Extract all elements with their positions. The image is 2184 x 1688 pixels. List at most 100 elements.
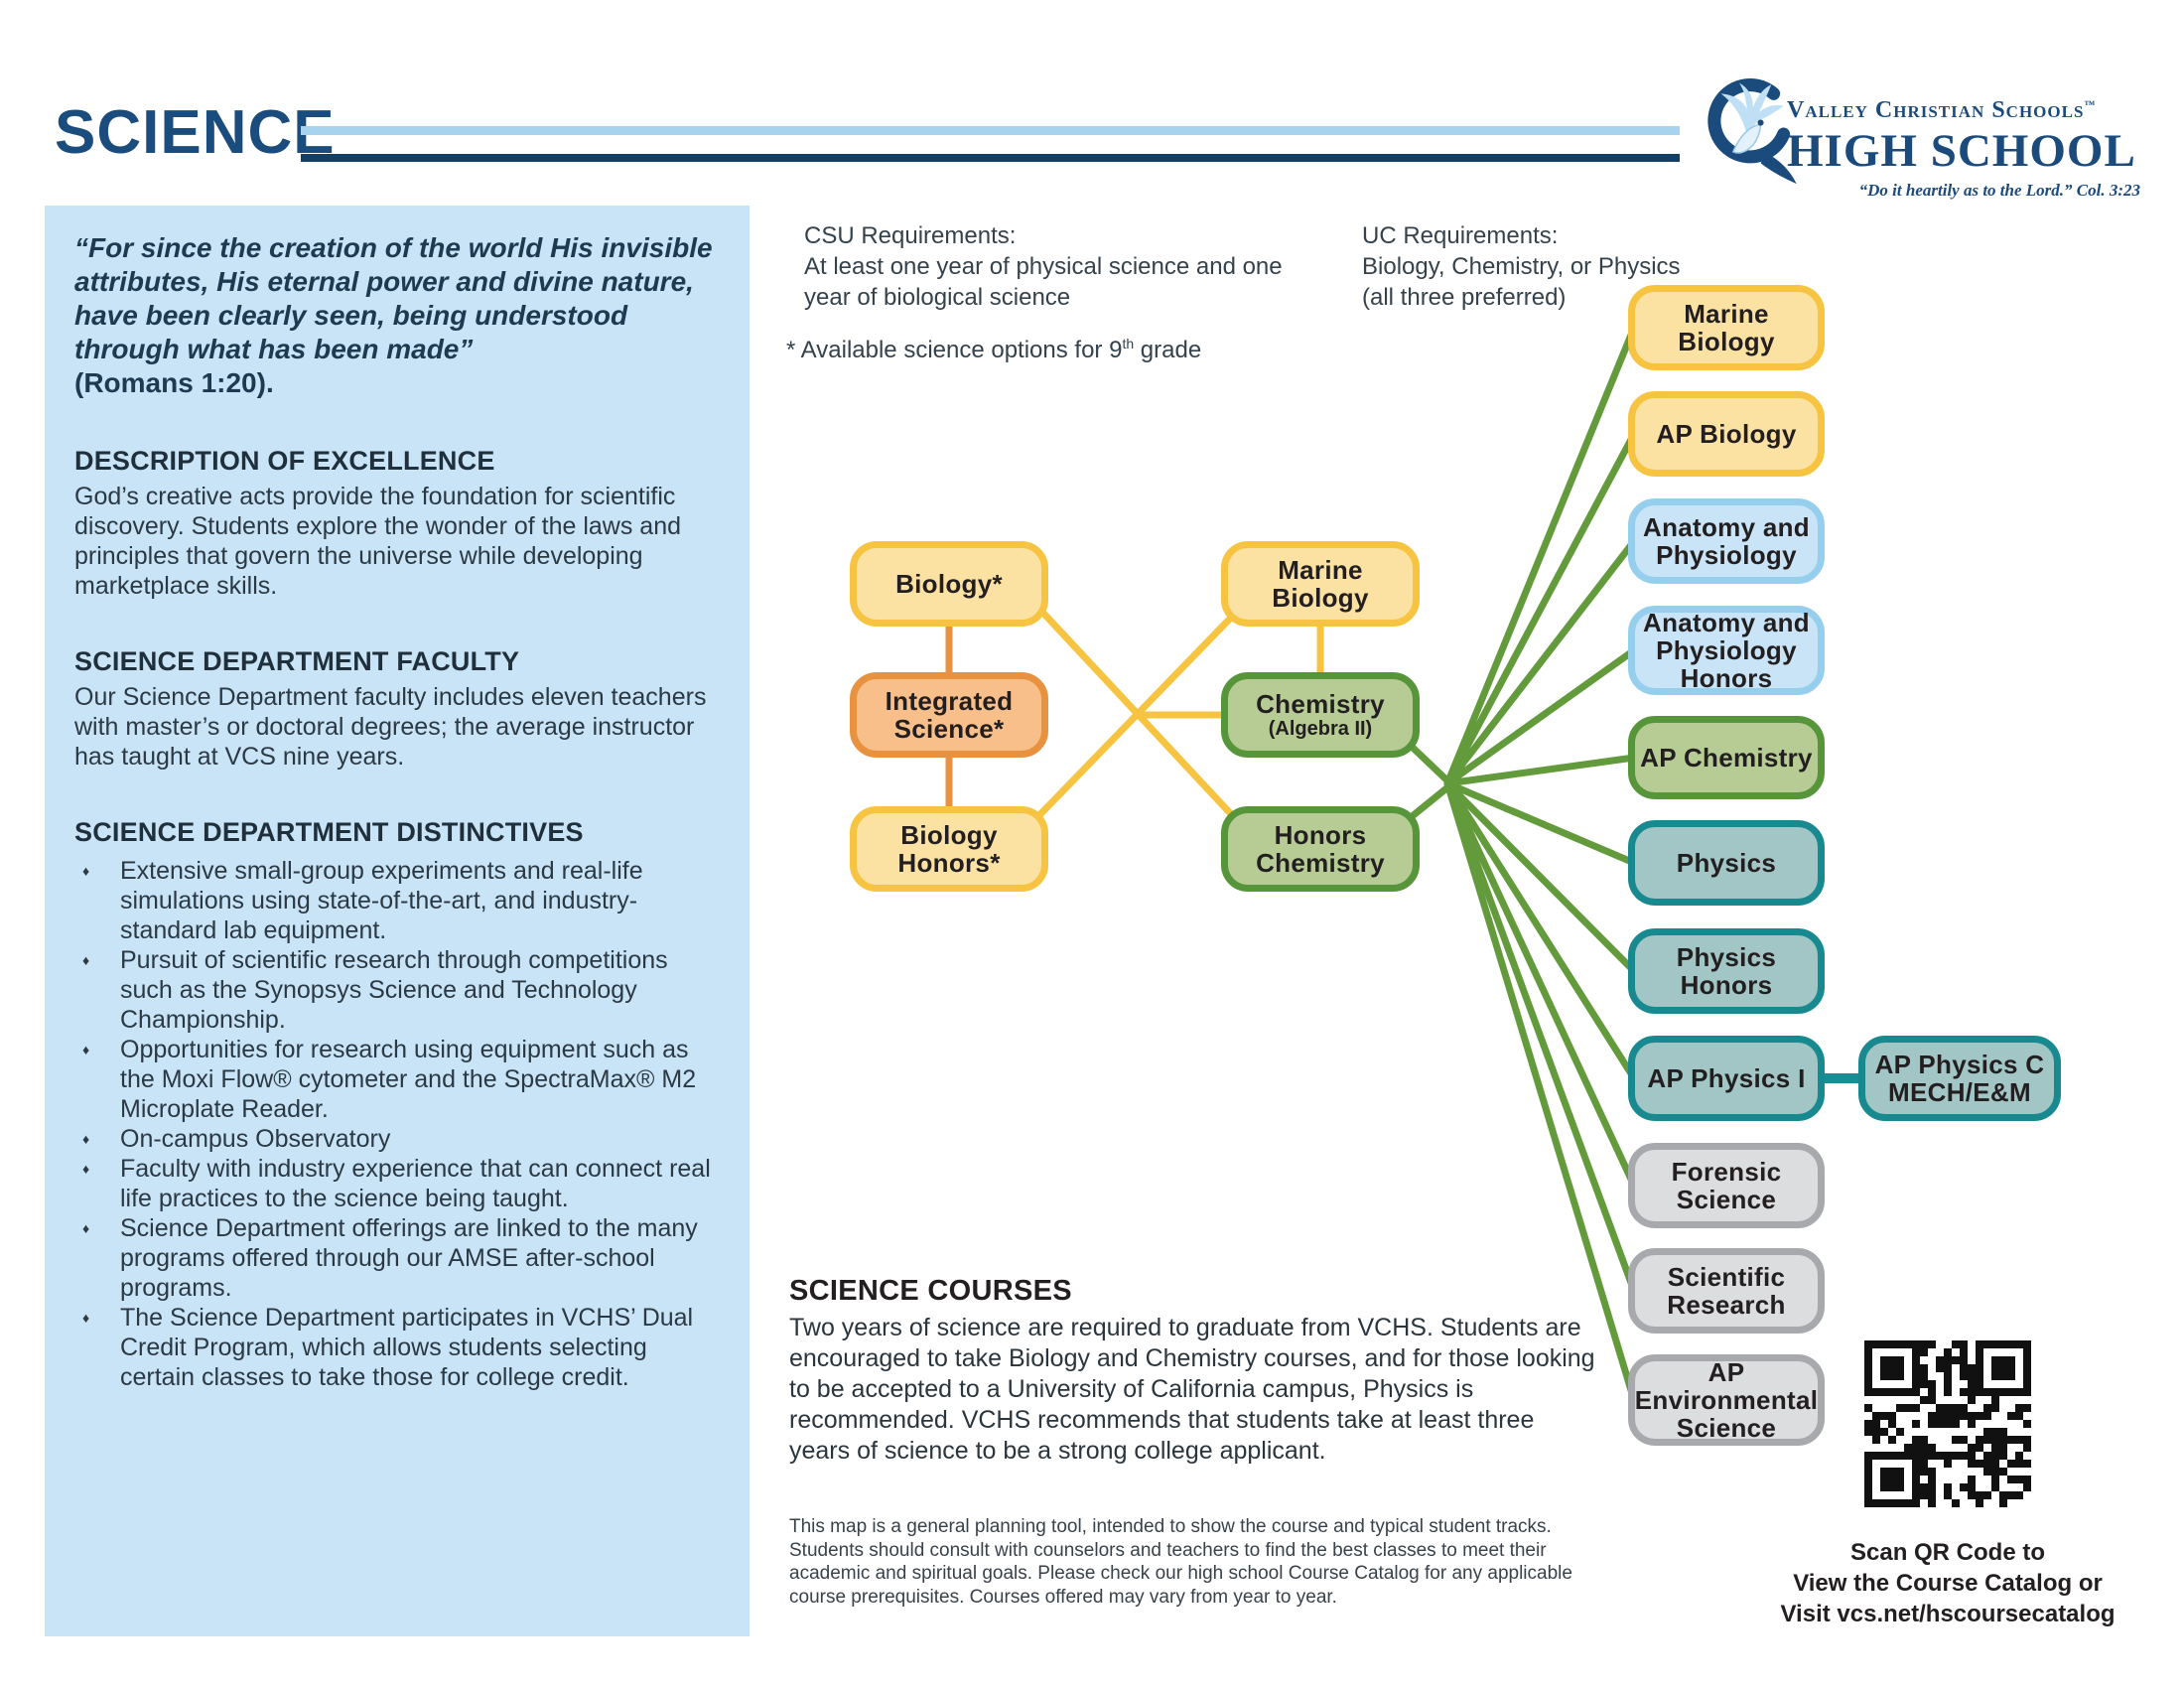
- bullet-icon: ♦: [82, 952, 90, 968]
- bullet-icon: ♦: [82, 1042, 90, 1057]
- connector-line: [1443, 324, 1638, 787]
- course-node-label: Biology*: [895, 569, 1003, 599]
- list-item: ♦ On-campus Observatory: [74, 1124, 722, 1154]
- map-disclaimer: This map is a general planning tool, int…: [789, 1516, 1572, 1608]
- bullet-icon: ♦: [82, 1310, 90, 1326]
- qr-caption: Scan QR Code to View the Course Catalog …: [1729, 1537, 2166, 1629]
- course-node-label: AP Physics I: [1647, 1063, 1806, 1093]
- school-name: Valley Christian Schools™: [1787, 97, 2097, 123]
- course-node-label: Environmental: [1634, 1385, 1819, 1415]
- course-node-label: Anatomy and: [1643, 512, 1810, 542]
- bullet-text: Faculty with industry experience that ca…: [120, 1155, 711, 1212]
- course-node-physics: Physics: [1628, 820, 1825, 906]
- list-item: ♦ Pursuit of scientific research through …: [74, 945, 722, 1035]
- course-node-ap-chemistry: AP Chemistry: [1628, 716, 1825, 799]
- course-node-label: Physics: [1676, 848, 1777, 878]
- description-heading: DESCRIPTION OF EXCELLENCE: [74, 446, 495, 476]
- connector-line: [1443, 430, 1638, 787]
- course-node-label: Honors: [1680, 663, 1773, 693]
- bullet-icon: ♦: [82, 1131, 90, 1147]
- course-node-label: Chemistry: [1256, 848, 1385, 878]
- course-node-label: Research: [1667, 1290, 1786, 1320]
- course-node-label: Science: [1676, 1413, 1777, 1443]
- bullet-text: Extensive small-group experiments and re…: [120, 857, 643, 944]
- course-node-label: Forensic: [1671, 1157, 1782, 1187]
- header-rule-dark: [301, 154, 1680, 162]
- bullet-text: Opportunities for research using equipme…: [120, 1036, 697, 1123]
- course-node-label: AP Chemistry: [1640, 743, 1813, 773]
- course-node-label: Scientific: [1667, 1262, 1786, 1292]
- courses-body: Two years of science are required to gra…: [789, 1314, 1595, 1465]
- bullet-text: Pursuit of scientific research through c…: [120, 946, 668, 1034]
- course-node-label: Honors: [1274, 820, 1367, 850]
- course-node-sublabel: (Algebra II): [1268, 718, 1373, 740]
- bullet-icon: ♦: [82, 863, 90, 879]
- course-node-label: Science: [1676, 1185, 1777, 1214]
- course-node-label: Anatomy and: [1643, 608, 1810, 637]
- header-rule-light: [301, 126, 1680, 135]
- csu-body: At least one year of physical science an…: [804, 253, 1283, 311]
- faculty-heading: SCIENCE DEPARTMENT FACULTY: [74, 646, 520, 676]
- school-tagline: “Do it heartily as to the Lord.” Col. 3:…: [1858, 181, 2140, 200]
- list-item: ♦ Opportunities for research using equipm…: [74, 1035, 722, 1124]
- bullet-icon: ♦: [82, 1220, 90, 1236]
- dove-icon: [1700, 71, 1799, 196]
- connector-line: [1406, 780, 1455, 822]
- course-node-label: Physics: [1676, 942, 1777, 972]
- scripture-quote: “For since the creation of the world His…: [74, 232, 713, 364]
- uc-title: UC Requirements:: [1362, 222, 1559, 249]
- course-node-label: AP Physics C: [1874, 1050, 2045, 1079]
- course-node-ap-biology: AP Biology: [1628, 391, 1825, 477]
- uc-body2: (all three preferred): [1362, 284, 1567, 311]
- list-item: ♦ Science Department offerings are linked…: [74, 1213, 722, 1303]
- qr-code: [1857, 1334, 2038, 1514]
- course-node-biology: Biology*: [850, 541, 1048, 627]
- list-item: ♦ Extensive small-group experiments and r…: [74, 856, 722, 945]
- course-node-label: Marine: [1278, 555, 1363, 585]
- course-node-label: Physiology: [1656, 540, 1797, 570]
- logo-text: Valley Christian Schools™ HIGH SCHOOL “D…: [1787, 97, 2144, 201]
- course-node-label: Biology: [1678, 327, 1775, 356]
- connector-line: [1443, 779, 1638, 867]
- course-node-label: Biology: [900, 820, 998, 850]
- course-node-label: Chemistry: [1256, 689, 1385, 719]
- connector-line: [1443, 779, 1638, 1190]
- course-node-label: MECH/E&M: [1888, 1077, 2031, 1107]
- course-node-label: Physiology: [1656, 635, 1797, 665]
- school-level: HIGH SCHOOL: [1787, 125, 2136, 177]
- trademark: ™: [2084, 99, 2097, 111]
- connector-line: [1443, 779, 1638, 975]
- vcs-logo: Valley Christian Schools™ HIGH SCHOOL “D…: [1700, 66, 2156, 214]
- qr-caption-line: Visit vcs.net/hscoursecatalog: [1780, 1601, 2116, 1627]
- connector-line: [1443, 779, 1638, 1295]
- bullet-text: The Science Department participates in V…: [120, 1304, 694, 1391]
- course-node-label: Honors: [1680, 970, 1773, 1000]
- connector-line: [1443, 537, 1638, 787]
- bullet-text: Science Department offerings are linked …: [120, 1214, 698, 1302]
- course-node-label: AP: [1707, 1357, 1745, 1387]
- connector-line: [1443, 779, 1638, 1404]
- csu-title: CSU Requirements:: [804, 222, 1017, 249]
- csu-requirements: CSU Requirements: At least one year of p…: [804, 220, 1305, 313]
- list-item: ♦Faculty with industry experience that c…: [74, 1154, 722, 1213]
- bullet-text: On-campus Observatory: [120, 1125, 391, 1153]
- uc-requirements: UC Requirements: Biology, Chemistry, or …: [1362, 220, 1739, 313]
- connector-line: [1406, 741, 1455, 788]
- ninth-grade-note: * Available science options for 9th grad…: [786, 336, 1202, 363]
- courses-heading: SCIENCE COURSES: [789, 1275, 1072, 1307]
- course-node-label: Honors*: [897, 848, 1001, 878]
- uc-body: Biology, Chemistry, or Physics: [1362, 253, 1681, 280]
- distinctives-list: ♦ Extensive small-group experiments and r…: [74, 856, 722, 1392]
- course-node-label: Marine: [1684, 299, 1769, 329]
